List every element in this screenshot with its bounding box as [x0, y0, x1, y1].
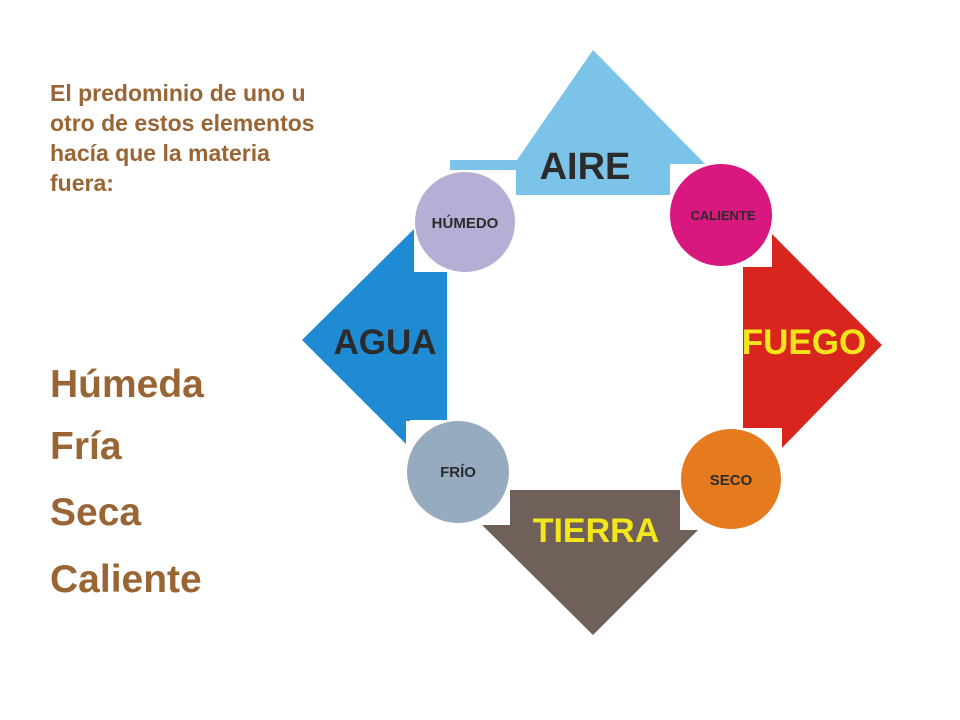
property-frio-label: FRÍO	[440, 464, 476, 481]
quality-caliente: Caliente	[50, 558, 202, 601]
element-aire-label: AIRE	[540, 146, 631, 188]
intro-text: El predominio de uno u otro de estos ele…	[50, 80, 315, 196]
element-agua-shape	[302, 228, 447, 448]
quality-seca: Seca	[50, 491, 142, 534]
property-frio-circle	[407, 421, 509, 523]
quality-fria: Fría	[50, 425, 122, 468]
element-tierra-label: TIERRA	[533, 512, 660, 550]
element-aire-shape	[450, 50, 705, 195]
property-seco-circle	[681, 429, 781, 529]
property-caliente-circle	[670, 164, 772, 266]
quality-humeda: Húmeda	[50, 363, 204, 406]
element-fuego-label: FUEGO	[742, 323, 866, 362]
property-humedo-circle	[415, 172, 515, 272]
element-agua-label: AGUA	[333, 323, 436, 362]
property-humedo-label: HÚMEDO	[432, 214, 499, 232]
element-tierra-shape	[478, 490, 698, 635]
element-fuego-shape	[743, 232, 882, 450]
property-seco-label: SECO	[710, 472, 753, 489]
property-caliente-label: CALIENTE	[691, 208, 756, 223]
